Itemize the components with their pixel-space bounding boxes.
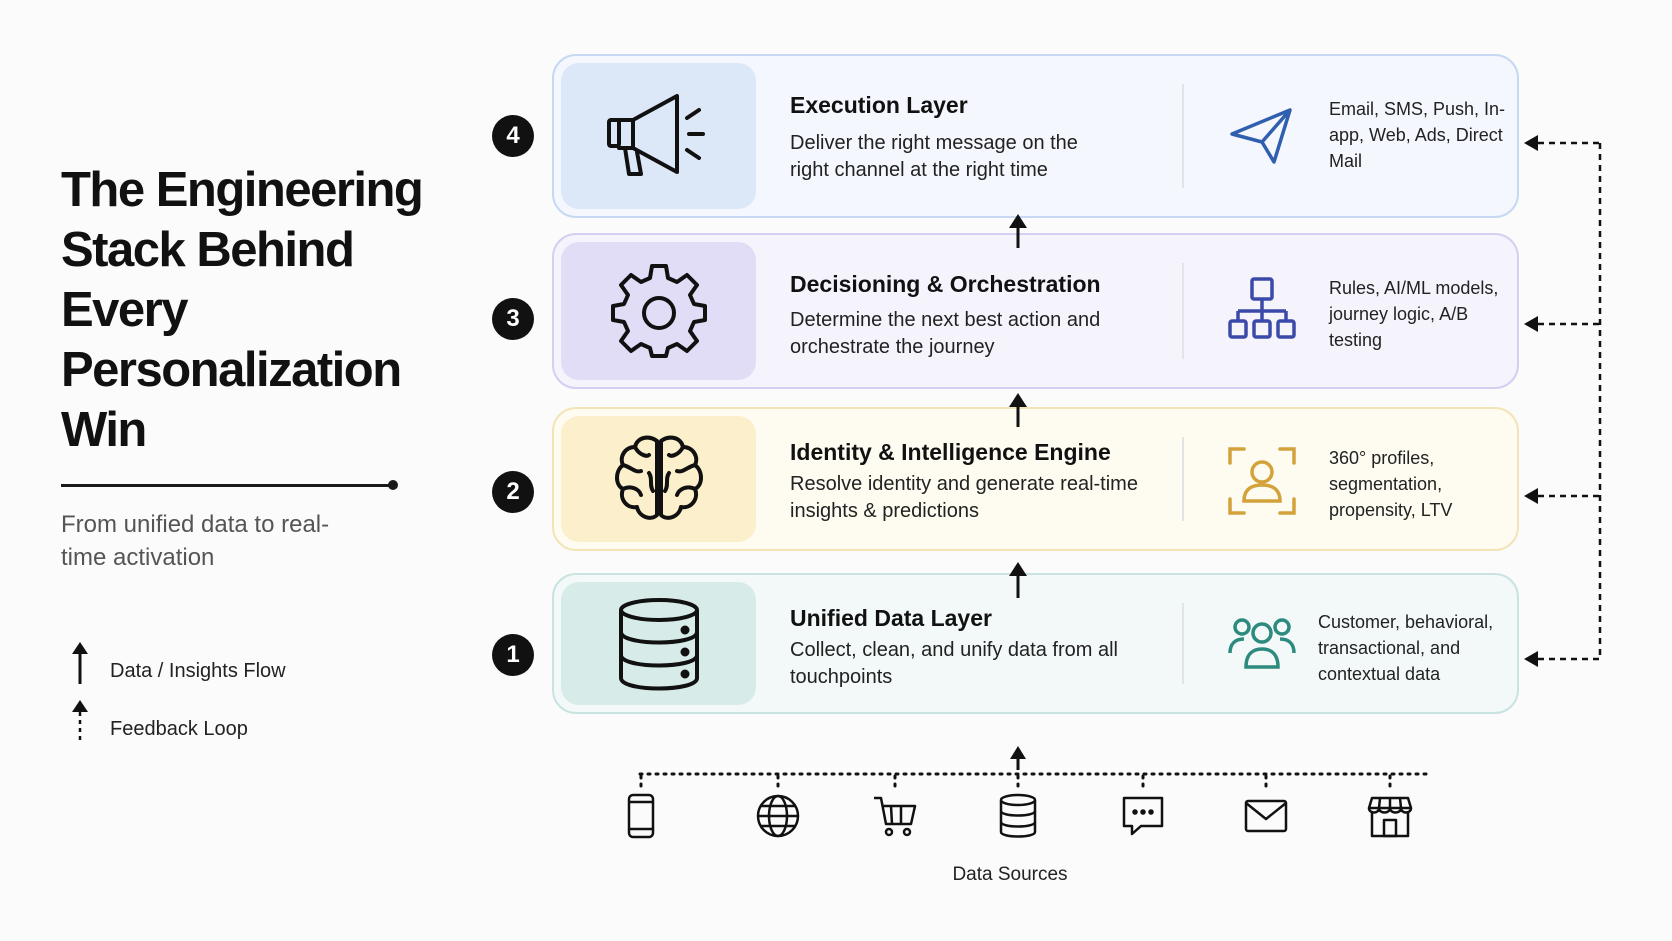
execution-layer-features: Email, SMS, Push, In-app, Web, Ads, Dire… — [1329, 99, 1506, 171]
title-divider — [61, 484, 393, 487]
users-group-icon — [1228, 618, 1296, 669]
megaphone-icon — [606, 94, 705, 176]
database-icon — [618, 597, 699, 690]
layer-1-number: 1 — [492, 634, 534, 676]
execution-layer-description: Deliver the right message on the right c… — [790, 132, 1078, 181]
unified-data-layer-title: Unified Data Layer — [790, 605, 992, 631]
card-divider — [1182, 84, 1184, 188]
execution-layer-title: Execution Layer — [790, 92, 968, 118]
execution-icon-box — [561, 63, 756, 209]
legend-data-flow-label: Data / Insights Flow — [110, 660, 286, 682]
identity-layer-title: Identity & Intelligence Engine — [790, 439, 1111, 465]
data-flow-arrow-icon — [72, 642, 88, 684]
chat-icon — [1122, 796, 1164, 836]
identity-icon-box — [561, 416, 756, 542]
storefront-icon — [1367, 796, 1413, 838]
gear-icon — [610, 264, 707, 358]
hierarchy-icon — [1228, 277, 1296, 339]
globe-icon — [756, 794, 800, 838]
decisioning-layer-title: Decisioning & Orchestration — [790, 271, 1101, 297]
layer-4-number: 4 — [492, 115, 534, 157]
database-icon — [999, 793, 1037, 838]
decisioning-icon-box — [561, 242, 756, 380]
decisioning-layer-features: Rules, AI/ML models, journey logic, A/B … — [1329, 278, 1499, 350]
unified-data-layer-features: Customer, behavioral, transactional, and… — [1318, 612, 1494, 684]
layer-2-number: 2 — [492, 471, 534, 513]
mail-icon — [1244, 799, 1288, 833]
execution-layer-card: Execution Layer Deliver the right messag… — [552, 54, 1519, 218]
data-sources-label: Data Sources — [952, 864, 1068, 885]
page-subtitle: From unified data to real-time activatio… — [61, 511, 330, 571]
profile-scan-icon — [1228, 447, 1296, 515]
card-divider — [1182, 437, 1184, 521]
legend-feedback-label: Feedback Loop — [110, 718, 248, 740]
brain-icon — [614, 435, 703, 520]
feedback-loop-arrow-icon — [72, 700, 88, 742]
paper-plane-icon — [1230, 108, 1292, 164]
title-divider-dot — [388, 480, 398, 490]
layer-3-number: 3 — [492, 298, 534, 340]
decisioning-layer-card: Decisioning & Orchestration Determine th… — [552, 233, 1519, 389]
identity-layer-description: Resolve identity and generate real-time … — [790, 473, 1138, 522]
page-title: The Engineering Stack Behind Every Perso… — [61, 163, 424, 457]
smartphone-icon — [627, 793, 655, 839]
card-divider — [1182, 603, 1184, 684]
unified-data-layer-card: Unified Data Layer Collect, clean, and u… — [552, 573, 1519, 714]
shopping-cart-icon — [874, 796, 917, 837]
identity-layer-features: 360° profiles, segmentation, propensity,… — [1329, 448, 1453, 520]
decisioning-layer-description: Determine the next best action and orche… — [790, 309, 1101, 358]
unified-data-icon-box — [561, 582, 756, 705]
card-divider — [1182, 263, 1184, 359]
unified-data-layer-description: Collect, clean, and unify data from all … — [790, 639, 1118, 688]
identity-layer-card: Identity & Intelligence Engine Resolve i… — [552, 407, 1519, 551]
